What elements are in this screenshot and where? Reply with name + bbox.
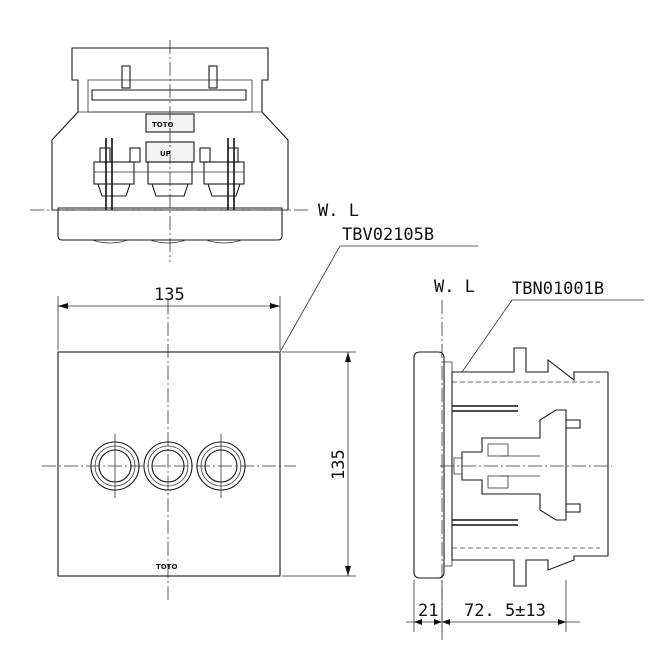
body-model-label: TBN01001B — [512, 279, 604, 299]
up-mark: UP — [160, 150, 171, 158]
height-dimension: 135 — [329, 449, 349, 480]
plate-model-label: TBV02105B — [342, 225, 434, 245]
water-level-label-side: W. L — [434, 277, 475, 297]
flush-button-2 — [143, 441, 193, 491]
flush-button-3 — [196, 434, 246, 498]
front-view: TOTO 135 135 TBV02105B — [42, 225, 478, 600]
flush-button-1 — [90, 434, 140, 498]
front-logo: TOTO — [156, 563, 178, 571]
water-level-label-top: W. L — [318, 201, 359, 221]
plate-depth-dimension: 21 — [418, 601, 438, 621]
side-view: W. L TBN01001B — [406, 277, 644, 640]
top-logo: TOTO — [152, 121, 174, 129]
valve-cluster — [93, 147, 245, 197]
width-dimension: 135 — [154, 285, 185, 305]
body-depth-dimension: 72. 5±13 — [464, 601, 546, 621]
top-view: TOTO UP W. L — [30, 40, 359, 262]
faceplate — [57, 351, 281, 577]
